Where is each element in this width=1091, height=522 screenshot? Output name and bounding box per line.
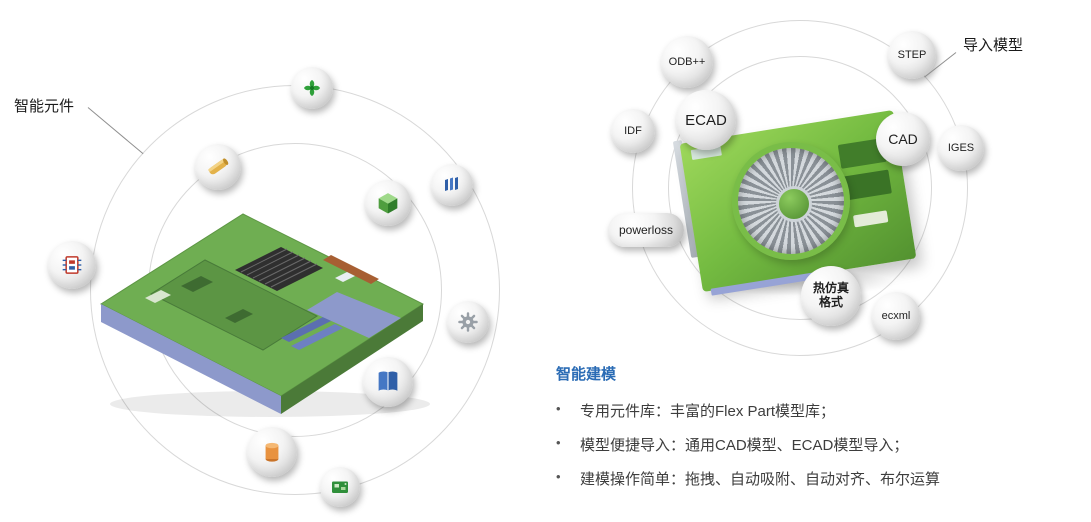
node-thermal-line1: 热仿真 xyxy=(812,281,849,296)
node-idf-label: IDF xyxy=(624,125,642,137)
right-outer-ring xyxy=(632,20,968,356)
bubble-cube xyxy=(365,180,411,226)
node-step-label: STEP xyxy=(897,49,927,61)
node-iges: IGES xyxy=(938,125,984,171)
heatsink-fins-icon xyxy=(445,177,458,191)
bubble-capacitor xyxy=(247,427,297,477)
bubble-inductor xyxy=(195,144,241,190)
gpu-component xyxy=(842,169,892,201)
pcb-icon xyxy=(332,481,348,493)
node-cad-label: CAD xyxy=(888,131,918,147)
cube-icon xyxy=(378,193,398,214)
inductor-icon xyxy=(208,158,229,175)
bubble-pcb xyxy=(320,467,360,507)
node-powerloss-label: powerloss xyxy=(618,223,674,237)
bubble-fan xyxy=(291,67,333,109)
bubble-heatsink xyxy=(431,164,473,206)
bubble-book xyxy=(363,357,413,407)
right-inner-ring xyxy=(668,56,932,320)
left-leader-line xyxy=(87,107,144,155)
node-odb: ODB++ xyxy=(661,36,713,88)
node-thermal-line2: 格式 xyxy=(818,295,843,309)
bullet-text: 专用元件库：丰富的Flex Part模型库； xyxy=(580,403,836,420)
info-panel: 智能建模 • 专用元件库：丰富的Flex Part模型库； • 模型便捷导入：通… xyxy=(556,363,1088,502)
gpu-component xyxy=(852,210,889,228)
node-step: STEP xyxy=(888,31,936,79)
bullet-item: • 建模操作简单：拖拽、自动吸附、自动对齐、布尔运算 xyxy=(556,468,1088,489)
fan-icon xyxy=(304,80,320,96)
node-odb-label: ODB++ xyxy=(668,56,706,68)
right-cluster-label: 导入模型 xyxy=(963,37,1024,54)
gpu-fan-hub xyxy=(776,186,812,222)
bullet-item: • 模型便捷导入：通用CAD模型、ECAD模型导入； xyxy=(556,434,1088,455)
bullet-marker: • xyxy=(556,401,561,416)
bullet-item: • 专用元件库：丰富的Flex Part模型库； xyxy=(556,400,1088,421)
gpu-model-illustration xyxy=(668,100,930,308)
node-ecad: ECAD xyxy=(676,90,736,150)
bubble-chip xyxy=(48,241,96,289)
node-ecxml-label: ecxml xyxy=(881,310,911,322)
bullet-marker: • xyxy=(556,435,561,450)
node-idf: IDF xyxy=(611,109,655,153)
ic-chip-icon xyxy=(62,256,82,274)
node-thermal-format: 热仿真 格式 xyxy=(801,266,861,326)
node-cad: CAD xyxy=(876,112,930,166)
bullet-text: 建模操作简单：拖拽、自动吸附、自动对齐、布尔运算 xyxy=(580,471,941,488)
node-iges-label: IGES xyxy=(947,142,975,154)
book-icon xyxy=(378,371,398,391)
node-ecad-label: ECAD xyxy=(685,111,727,129)
section-title: 智能建模 xyxy=(556,366,617,383)
left-cluster-label: 智能元件 xyxy=(14,98,75,115)
pcb-model-illustration xyxy=(99,213,430,417)
bubble-gear xyxy=(447,301,489,343)
capacitor-icon xyxy=(265,442,279,462)
gear-icon xyxy=(458,312,478,332)
bullet-text: 模型便捷导入：通用CAD模型、ECAD模型导入； xyxy=(580,437,909,454)
node-ecxml: ecxml xyxy=(872,292,920,340)
node-powerloss: powerloss xyxy=(608,213,684,247)
bullet-marker: • xyxy=(556,469,561,484)
